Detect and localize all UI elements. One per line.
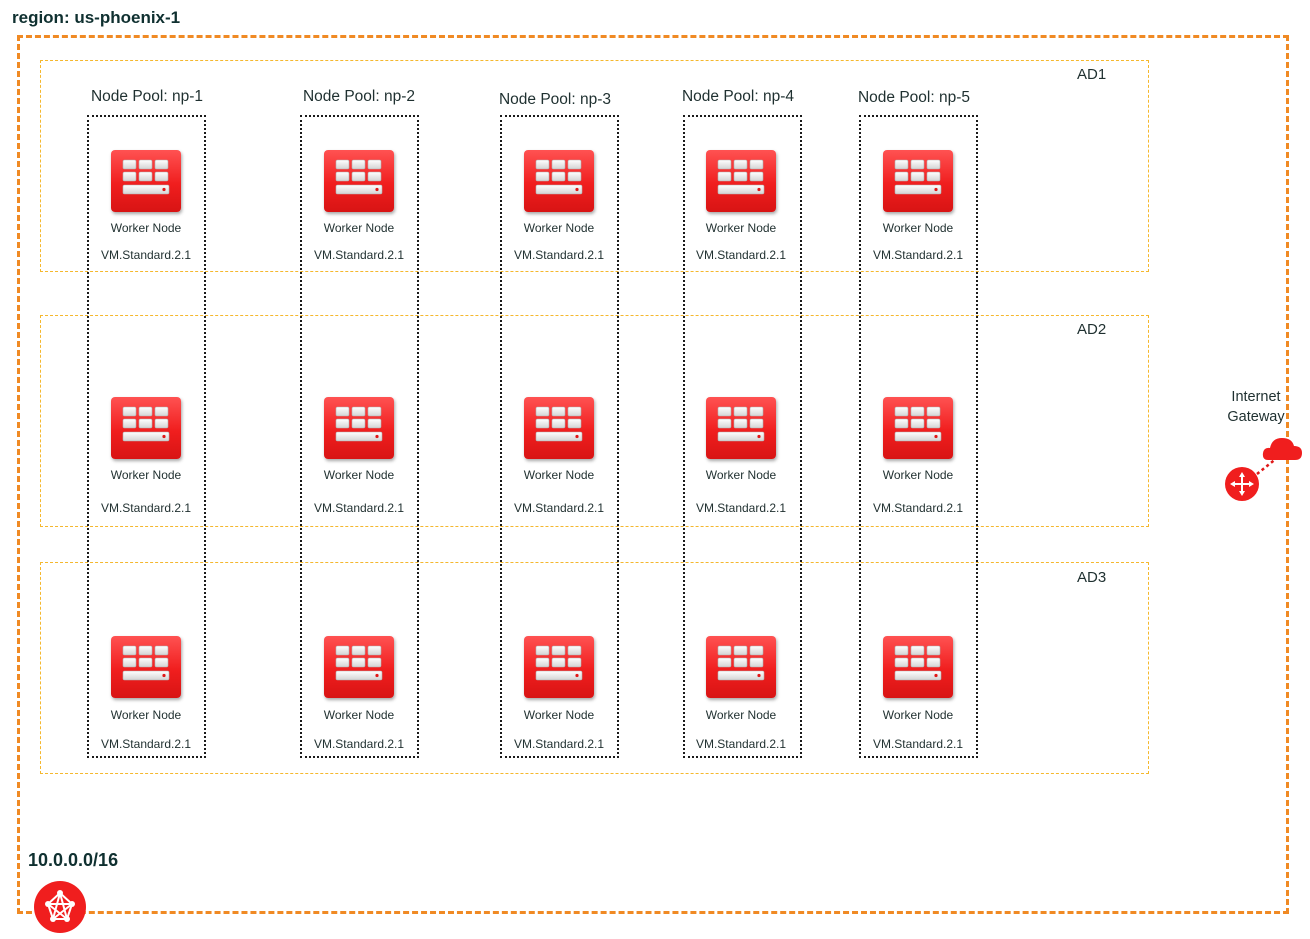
node-pool-np-4 — [683, 115, 802, 758]
worker-node-shape: VM.Standard.2.1 — [313, 737, 405, 751]
worker-node-label: Worker Node — [523, 468, 595, 482]
node-pool-label-5: Node Pool: np-5 — [857, 89, 971, 106]
worker-node-shape: VM.Standard.2.1 — [100, 501, 192, 515]
compute-instance-icon — [324, 636, 394, 698]
worker-node-shape: VM.Standard.2.1 — [872, 501, 964, 515]
worker-node-shape: VM.Standard.2.1 — [513, 248, 605, 262]
availability-domain-3 — [40, 562, 1149, 774]
worker-node-label: Worker Node — [323, 708, 395, 722]
compute-instance-icon — [524, 397, 594, 459]
worker-node-shape: VM.Standard.2.1 — [513, 501, 605, 515]
ad-label-3: AD3 — [1077, 569, 1107, 586]
node-pool-label-3: Node Pool: np-3 — [498, 91, 612, 108]
compute-instance-icon — [111, 636, 181, 698]
compute-instance-icon — [524, 150, 594, 212]
compute-instance-icon — [111, 150, 181, 212]
ad-label-2: AD2 — [1077, 321, 1107, 338]
compute-instance-icon — [324, 150, 394, 212]
compute-instance-icon — [324, 397, 394, 459]
node-pool-np-3 — [500, 115, 619, 758]
vcn-cidr-label: 10.0.0.0/16 — [28, 850, 119, 870]
worker-node-shape: VM.Standard.2.1 — [313, 248, 405, 262]
worker-node-shape: VM.Standard.2.1 — [513, 737, 605, 751]
worker-node-label: Worker Node — [705, 708, 777, 722]
compute-instance-icon — [111, 397, 181, 459]
worker-node-shape: VM.Standard.2.1 — [100, 248, 192, 262]
worker-node-label: Worker Node — [110, 708, 182, 722]
worker-node-label: Worker Node — [882, 221, 954, 235]
ad-label-1: AD1 — [1077, 66, 1107, 83]
availability-domain-2 — [40, 315, 1149, 527]
worker-node-shape: VM.Standard.2.1 — [872, 248, 964, 262]
worker-node-label: Worker Node — [705, 221, 777, 235]
internet-gateway-label: Internet Gateway — [1227, 387, 1284, 427]
worker-node-label: Worker Node — [110, 468, 182, 482]
region-title: region: us-phoenix-1 — [12, 8, 181, 27]
worker-node-label: Worker Node — [323, 221, 395, 235]
compute-instance-icon — [883, 397, 953, 459]
worker-node-shape: VM.Standard.2.1 — [100, 737, 192, 751]
node-pool-np-5 — [859, 115, 978, 758]
worker-node-label: Worker Node — [705, 468, 777, 482]
vcn-network-icon — [33, 880, 87, 934]
region-boundary — [17, 35, 1289, 914]
worker-node-label: Worker Node — [523, 221, 595, 235]
internet-gateway — [1220, 432, 1310, 507]
worker-node-shape: VM.Standard.2.1 — [695, 248, 787, 262]
worker-node-shape: VM.Standard.2.1 — [695, 501, 787, 515]
worker-node-label: Worker Node — [110, 221, 182, 235]
node-pool-label-4: Node Pool: np-4 — [681, 88, 795, 105]
router-icon — [1225, 467, 1259, 501]
compute-instance-icon — [706, 636, 776, 698]
compute-instance-icon — [883, 636, 953, 698]
compute-instance-icon — [524, 636, 594, 698]
compute-instance-icon — [706, 397, 776, 459]
compute-instance-icon — [883, 150, 953, 212]
node-pool-label-2: Node Pool: np-2 — [302, 88, 416, 105]
node-pool-label-1: Node Pool: np-1 — [90, 88, 204, 105]
internet-gateway-line2: Gateway — [1227, 409, 1285, 425]
node-pool-np-1 — [87, 115, 206, 758]
availability-domain-1 — [40, 60, 1149, 272]
compute-instance-icon — [706, 150, 776, 212]
worker-node-shape: VM.Standard.2.1 — [313, 501, 405, 515]
worker-node-label: Worker Node — [882, 708, 954, 722]
worker-node-label: Worker Node — [323, 468, 395, 482]
cloud-icon — [1262, 438, 1302, 460]
worker-node-label: Worker Node — [882, 468, 954, 482]
worker-node-shape: VM.Standard.2.1 — [872, 737, 964, 751]
internet-gateway-line1: Internet — [1231, 389, 1281, 405]
worker-node-shape: VM.Standard.2.1 — [695, 737, 787, 751]
worker-node-label: Worker Node — [523, 708, 595, 722]
node-pool-np-2 — [300, 115, 419, 758]
